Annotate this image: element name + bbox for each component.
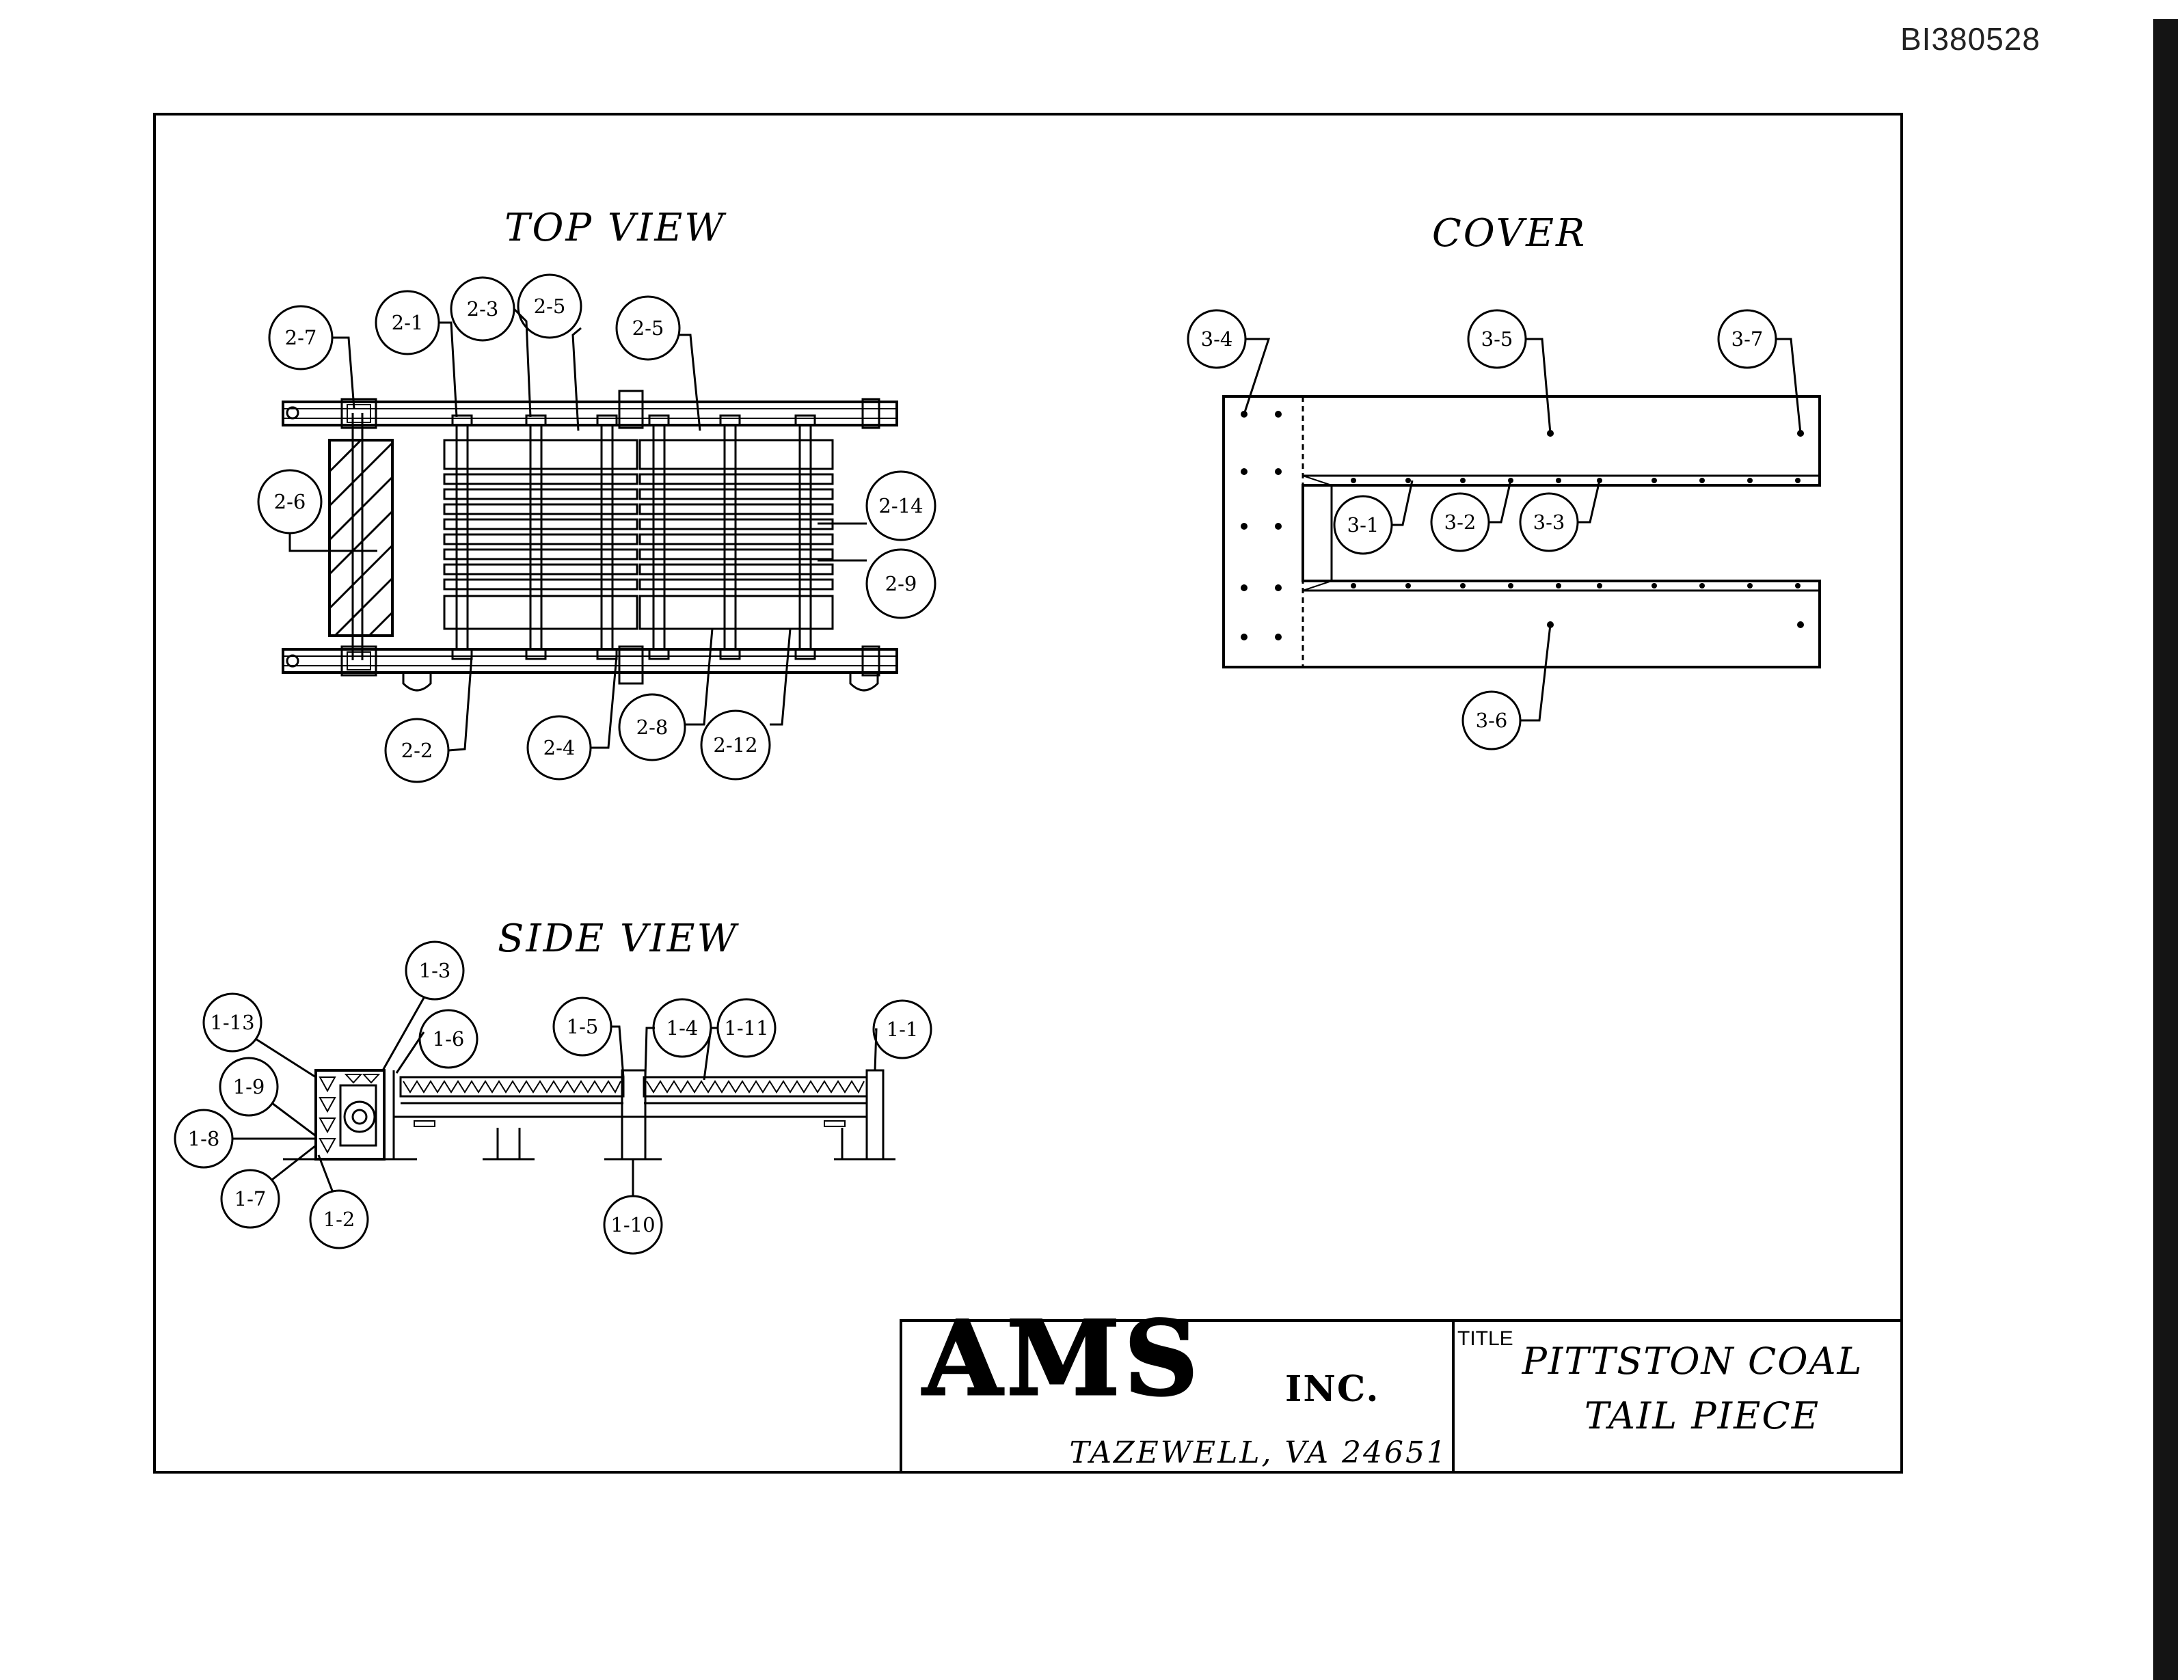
callout-1-8: 1-8 bbox=[188, 1127, 220, 1150]
callout-2-5a: 2-5 bbox=[534, 295, 566, 318]
side-view: SIDE VIEW bbox=[174, 917, 932, 1255]
callout-1-13: 1-13 bbox=[210, 1011, 254, 1034]
scan-edge-bar bbox=[2153, 19, 2178, 1680]
callout-1-10: 1-10 bbox=[610, 1213, 655, 1236]
callout-2-2: 2-2 bbox=[401, 739, 433, 762]
top-view-title: TOP VIEW bbox=[504, 206, 727, 250]
callout-3-7: 3-7 bbox=[1731, 327, 1764, 351]
callout-3-6: 3-6 bbox=[1476, 709, 1508, 732]
tail-pulley-side bbox=[343, 1100, 376, 1133]
callout-2-12: 2-12 bbox=[713, 733, 757, 757]
callout-1-1: 1-1 bbox=[887, 1018, 919, 1041]
callout-2-5b: 2-5 bbox=[632, 316, 664, 340]
tail-pulley bbox=[328, 439, 394, 637]
side-view-title: SIDE VIEW bbox=[498, 917, 740, 961]
top-rail-upper bbox=[282, 401, 898, 426]
callout-1-2: 1-2 bbox=[323, 1208, 355, 1231]
callout-1-9: 1-9 bbox=[233, 1075, 265, 1098]
cover-title: COVER bbox=[1432, 211, 1587, 256]
callout-2-1: 2-1 bbox=[392, 311, 424, 334]
callout-1-5: 1-5 bbox=[567, 1015, 599, 1038]
callout-3-5: 3-5 bbox=[1481, 327, 1513, 351]
top-view: TOP VIEW bbox=[257, 206, 936, 783]
callout-3-4: 3-4 bbox=[1201, 327, 1233, 351]
callout-2-14: 2-14 bbox=[878, 494, 923, 517]
callout-2-7: 2-7 bbox=[285, 326, 317, 349]
company-suffix: INC. bbox=[1285, 1368, 1379, 1410]
callout-3-3: 3-3 bbox=[1533, 511, 1565, 534]
callout-2-9: 2-9 bbox=[885, 572, 917, 595]
title-block: AMS INC. TAZEWELL, VA 24651 TITLE PITTST… bbox=[900, 1298, 1903, 1474]
title-label: TITLE bbox=[1457, 1327, 1513, 1350]
callout-1-11: 1-11 bbox=[724, 1016, 768, 1040]
callout-2-4: 2-4 bbox=[543, 736, 576, 759]
callout-1-6: 1-6 bbox=[433, 1027, 465, 1051]
title-line-1: PITTSTON COAL bbox=[1522, 1340, 1863, 1383]
title-line-2: TAIL PIECE bbox=[1585, 1394, 1820, 1437]
company-logo: AMS bbox=[921, 1299, 1202, 1419]
top-rail-lower bbox=[282, 648, 898, 674]
callout-3-2: 3-2 bbox=[1444, 511, 1477, 534]
document-id: BI380528 bbox=[1900, 21, 2040, 57]
callout-1-7: 1-7 bbox=[234, 1187, 267, 1210]
impact-bed-left bbox=[399, 1076, 625, 1098]
callout-1-3: 1-3 bbox=[419, 959, 451, 982]
callout-2-3: 2-3 bbox=[467, 297, 499, 321]
callout-1-4: 1-4 bbox=[666, 1016, 699, 1040]
callout-3-1: 3-1 bbox=[1347, 513, 1379, 537]
callout-2-8: 2-8 bbox=[636, 716, 669, 739]
callout-2-6: 2-6 bbox=[274, 490, 306, 513]
company-address: TAZEWELL, VA 24651 bbox=[1069, 1435, 1448, 1470]
cover-view: COVER bbox=[1187, 211, 1821, 750]
